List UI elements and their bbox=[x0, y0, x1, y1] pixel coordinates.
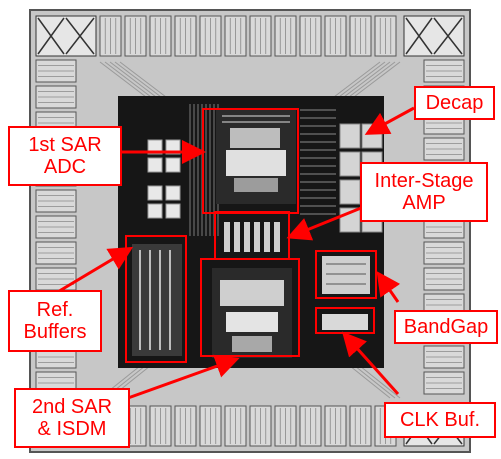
corner-block-top-right bbox=[403, 15, 465, 57]
label-interstage-line2: AMP bbox=[402, 192, 446, 214]
interstage-amp-art bbox=[224, 222, 280, 252]
label-clk-buf: CLK Buf. bbox=[384, 402, 496, 438]
label-1st-sar-line2: ADC bbox=[43, 156, 87, 178]
label-ref-buffers: Ref. Buffers bbox=[8, 290, 102, 352]
clk-buffer-art bbox=[322, 314, 368, 330]
corner-block-top-left bbox=[35, 15, 97, 57]
arrow-ref-buffers bbox=[55, 246, 134, 295]
label-decap: Decap bbox=[414, 86, 495, 120]
routing-fan-bottom-right bbox=[349, 365, 401, 399]
ref-buffers-highlight bbox=[125, 235, 187, 363]
bandgap-art bbox=[322, 256, 370, 294]
routing-fan-top-left bbox=[99, 61, 171, 101]
ref-buffers-art bbox=[132, 244, 182, 356]
label-ref-line1: Ref. bbox=[36, 299, 74, 321]
sar2-art bbox=[212, 268, 292, 358]
sar2-highlight bbox=[200, 258, 300, 357]
pad-row-top bbox=[99, 15, 397, 57]
label-2nd-sar-line2: & ISDM bbox=[37, 418, 107, 440]
routing-fan-top-right bbox=[329, 61, 401, 101]
arrow-decap bbox=[364, 106, 415, 135]
arrow-bandgap bbox=[376, 271, 401, 303]
label-ref-line2: Buffers bbox=[23, 321, 87, 343]
arrow-sar2 bbox=[127, 354, 240, 400]
sar1-block-art bbox=[216, 108, 296, 204]
label-decap-text: Decap bbox=[425, 92, 484, 114]
label-clk-buf-text: CLK Buf. bbox=[399, 409, 481, 431]
label-inter-stage-amp: Inter-Stage AMP bbox=[360, 162, 488, 222]
label-1st-sar-line1: 1st SAR bbox=[28, 134, 102, 156]
label-bandgap: BandGap bbox=[394, 310, 498, 344]
label-1st-sar-adc: 1st SAR ADC bbox=[8, 126, 122, 186]
bandgap-highlight bbox=[315, 250, 377, 299]
label-bandgap-text: BandGap bbox=[403, 316, 489, 338]
label-2nd-sar-isdm: 2nd SAR & ISDM bbox=[14, 388, 130, 448]
label-interstage-line1: Inter-Stage bbox=[374, 170, 474, 192]
arrow-clk bbox=[341, 331, 400, 396]
label-2nd-sar-line1: 2nd SAR bbox=[31, 396, 113, 418]
arrow-interstage bbox=[286, 204, 367, 241]
